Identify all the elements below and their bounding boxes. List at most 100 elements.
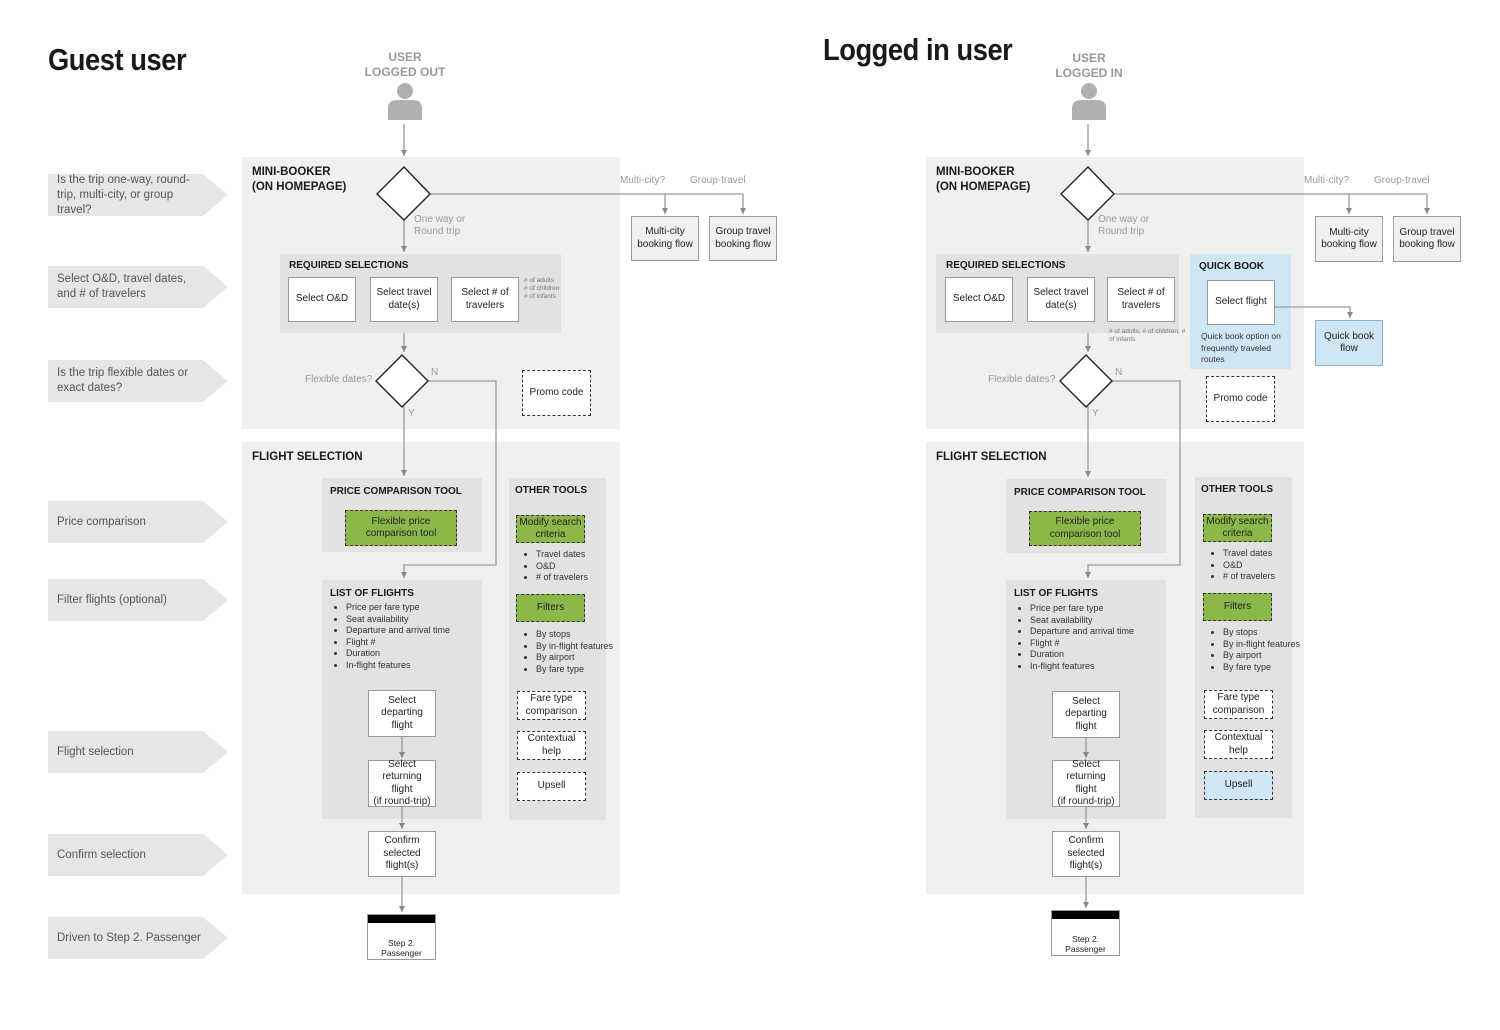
row-label-step2: Driven to Step 2. Passenger <box>48 917 228 959</box>
logged-quick-book-flow-box: Quick book flow <box>1315 320 1383 366</box>
logged-step2-passenger-box: Step 2. Passenger <box>1051 910 1120 956</box>
user-person-icon <box>1072 83 1106 120</box>
logged-travelers-note: # of adults, # of children, # of infants <box>1109 328 1186 343</box>
step2-label: Step 2. Passenger <box>381 938 422 958</box>
guest-upsell-box: Upsell <box>517 772 586 801</box>
row-label-flight-selection: Flight selection <box>48 731 228 773</box>
list-item: In-flight features <box>1030 661 1134 673</box>
list-item: Price per fare type <box>346 602 450 614</box>
logged-modify-search-box: Modify search criteria <box>1203 514 1272 542</box>
guest-multi-city-question: Multi-city? <box>620 175 666 186</box>
logged-confirm-box: Confirm selected flight(s) <box>1052 831 1120 877</box>
logged-select-od-box: Select O&D <box>945 277 1013 322</box>
list-item: Seat availability <box>346 614 450 626</box>
logged-price-tool-title: PRICE COMPARISON TOOL <box>1014 487 1146 498</box>
guest-group-travel-question: Group-travel <box>690 175 746 186</box>
logged-flexible-dates-decision <box>1059 354 1113 408</box>
list-item: Flight # <box>1030 638 1134 650</box>
list-item: Duration <box>346 648 450 660</box>
logged-mini-booker-title: MINI-BOOKER (ON HOMEPAGE) <box>936 166 1031 193</box>
logged-promo-code-box: Promo code <box>1206 376 1275 422</box>
list-item: Price per fare type <box>1030 603 1134 615</box>
logged-multi-city-flow-box: Multi-city booking flow <box>1315 216 1383 262</box>
guest-flexible-price-tool: Flexible price comparison tool <box>345 510 457 546</box>
connector-line <box>1275 306 1353 318</box>
guest-modify-search-box: Modify search criteria <box>516 515 585 543</box>
logged-quick-book-note: Quick book option on frequently traveled… <box>1201 331 1281 364</box>
guest-multi-city-flow-box: Multi-city booking flow <box>631 216 699 261</box>
logged-n-label: N <box>1115 367 1123 378</box>
guest-step2-passenger-box: Step 2. Passenger <box>367 914 436 960</box>
logged-list-of-flights-title: LIST OF FLIGHTS <box>1014 588 1098 599</box>
guest-group-travel-flow-box: Group travel booking flow <box>709 216 777 261</box>
guest-filters-list: By stops By in-flight features By airpor… <box>520 629 613 675</box>
list-item: By stops <box>1223 627 1300 639</box>
logged-select-returning-box: Select returning flight (if round-trip) <box>1052 759 1120 807</box>
row-label-price-comparison: Price comparison <box>48 501 228 543</box>
guest-price-tool-title: PRICE COMPARISON TOOL <box>330 486 462 497</box>
guest-select-travelers-box: Select # of travelers <box>451 277 519 322</box>
guest-contextual-help-box: Contextual help <box>517 731 586 760</box>
user-person-icon <box>388 83 422 120</box>
step-bar <box>1052 911 1119 919</box>
guest-select-dates-box: Select travel date(s) <box>370 277 438 322</box>
step2-label: Step 2. Passenger <box>1065 934 1106 954</box>
guest-one-way-label: One way or Round trip <box>414 214 466 237</box>
logged-select-flight-box: Select flight <box>1207 280 1275 325</box>
logged-group-travel-question: Group-travel <box>1374 175 1430 186</box>
guest-travelers-note: # of adults # of children # of infants <box>524 277 560 300</box>
logged-in-user-title: Logged in user <box>823 32 1013 67</box>
guest-modify-search-list: Travel dates O&D # of travelers <box>520 549 588 584</box>
list-item: Flight # <box>346 637 450 649</box>
guest-required-selections-title: REQUIRED SELECTIONS <box>289 260 409 271</box>
row-label-confirm-selection: Confirm selection <box>48 834 228 876</box>
list-item: In-flight features <box>346 660 450 672</box>
guest-flexible-dates-decision <box>375 354 429 408</box>
logged-multi-city-question: Multi-city? <box>1304 175 1350 186</box>
list-item: By in-flight features <box>1223 639 1300 651</box>
list-item: By stops <box>536 629 613 641</box>
guest-mini-booker-title: MINI-BOOKER (ON HOMEPAGE) <box>252 166 347 193</box>
guest-fare-type-box: Fare type comparison <box>517 691 586 720</box>
list-item: Travel dates <box>536 549 588 561</box>
row-label-filter-flights: Filter flights (optional) <box>48 579 228 621</box>
list-item: Duration <box>1030 649 1134 661</box>
list-item: Travel dates <box>1223 548 1275 560</box>
guest-list-of-flights-title: LIST OF FLIGHTS <box>330 588 414 599</box>
guest-promo-code-box: Promo code <box>522 370 591 416</box>
logged-trip-type-decision <box>1060 166 1115 221</box>
logged-required-selections-title: REQUIRED SELECTIONS <box>946 260 1066 271</box>
list-item: By in-flight features <box>536 641 613 653</box>
list-item: O&D <box>536 561 588 573</box>
logged-quick-book-title: QUICK BOOK <box>1199 261 1264 272</box>
logged-group-travel-flow-box: Group travel booking flow <box>1393 216 1461 262</box>
logged-y-label: Y <box>1092 408 1099 419</box>
guest-confirm-box: Confirm selected flight(s) <box>368 831 436 877</box>
guest-trip-type-decision <box>376 166 431 221</box>
list-item: # of travelers <box>536 572 588 584</box>
logged-fare-type-box: Fare type comparison <box>1204 690 1273 719</box>
logged-other-tools-title: OTHER TOOLS <box>1201 484 1274 495</box>
guest-n-label: N <box>431 367 439 378</box>
list-item: # of travelers <box>1223 571 1275 583</box>
logged-filters-box: Filters <box>1203 593 1272 621</box>
step-bar <box>368 915 435 923</box>
list-item: O&D <box>1223 560 1275 572</box>
guest-select-departing-box: Select departing flight <box>368 690 436 737</box>
user-logged-out-label: USER LOGGED OUT <box>364 50 446 79</box>
guest-select-returning-box: Select returning flight (if round-trip) <box>368 759 436 807</box>
guest-flight-selection-title: FLIGHT SELECTION <box>252 451 363 463</box>
connector-line <box>401 380 497 578</box>
logged-flexible-price-tool: Flexible price comparison tool <box>1029 511 1141 546</box>
logged-upsell-box: Upsell <box>1204 771 1273 800</box>
logged-flight-selection-title: FLIGHT SELECTION <box>936 451 1047 463</box>
guest-flexible-dates-question: Flexible dates? <box>305 374 373 385</box>
logged-select-travelers-box: Select # of travelers <box>1107 277 1175 322</box>
list-item: By airport <box>1223 650 1300 662</box>
logged-one-way-label: One way or Round trip <box>1098 214 1150 237</box>
logged-modify-search-list: Travel dates O&D # of travelers <box>1207 548 1275 583</box>
row-label-select-od: Select O&D, travel dates, and # of trave… <box>48 266 228 308</box>
list-item: By fare type <box>1223 662 1300 674</box>
logged-select-dates-box: Select travel date(s) <box>1027 277 1095 322</box>
